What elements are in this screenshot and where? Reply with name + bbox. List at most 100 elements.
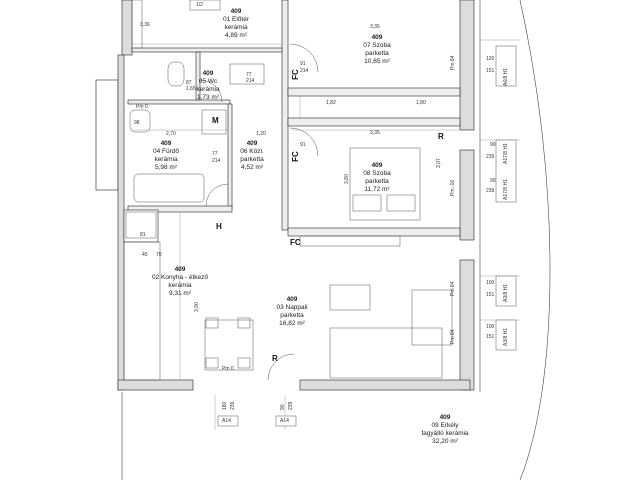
exterior-wall-bottom-left: [117, 379, 194, 391]
room-name: 07 Szoba: [363, 42, 391, 49]
fc-symbol-2: FC: [290, 151, 300, 162]
bottom-window-box-2: [275, 415, 297, 427]
dim-tag-vertical: 3,07: [436, 158, 442, 168]
door-swing-room8: [289, 127, 319, 157]
room-label-kozl: 409 06 Közl. parketta 4,52 m²: [240, 140, 264, 172]
bottom-window-code-2: A14: [280, 418, 289, 424]
dim-tag: 214: [246, 78, 255, 84]
wardrobe-hall: [131, 0, 143, 49]
room-name: 04 Fürdő: [152, 148, 180, 155]
bathtub: [133, 173, 205, 203]
window-tag-box-1: [495, 45, 517, 87]
exterior-wall-bottom-right: [299, 379, 471, 391]
window-bottom-1: 151: [486, 68, 495, 74]
dim-tag: 1,20: [256, 131, 266, 137]
bottom-window-top-1: 180: [222, 401, 228, 410]
dim-tag: 1,65: [186, 86, 196, 92]
room-number: 409: [371, 162, 383, 169]
bed: [349, 147, 421, 221]
dim-tag: 3,36: [140, 22, 150, 28]
room-label-wc: 409 05 Wc kerámia 1,73 m²: [196, 70, 219, 102]
window-top-4: 100: [486, 324, 495, 330]
m-symbol: M: [212, 116, 219, 125]
room-material: kerámia: [168, 282, 192, 289]
exterior-wall-right-low: [459, 259, 475, 391]
wall-rooms-divider-2: [287, 117, 461, 127]
bottom-window-code-1: A14: [222, 418, 231, 424]
dim-tag: 81: [140, 232, 146, 238]
exterior-wall-right-mid: [459, 149, 475, 241]
wall-rooms-divider: [287, 87, 461, 97]
level-tag-vertical: Pm -16: [450, 179, 456, 196]
room-material: fagyálló kerámia: [421, 430, 469, 437]
dim-tag: 1,82: [326, 100, 336, 106]
room-area: 10,65 m²: [364, 58, 390, 65]
room-material: parketta: [365, 50, 389, 57]
room-number: 409: [246, 140, 258, 147]
window-tag-box-4: [495, 319, 517, 351]
room-area: 11,72 m²: [364, 186, 390, 193]
bottom-window-box-1: [217, 415, 239, 427]
level-tag-vertical: Pm 84: [450, 55, 456, 70]
kitchen-sink: [125, 211, 157, 239]
fc-symbol-1: FC: [290, 69, 300, 80]
room-area: 9,31 m²: [168, 290, 192, 297]
room-material: kerámia: [224, 24, 248, 31]
room-material: parketta: [365, 178, 389, 185]
room-number: 409: [160, 140, 172, 147]
room-number: 409: [230, 8, 242, 15]
room-name: 06 Közl.: [240, 148, 264, 155]
wall-wc-right: [195, 51, 201, 101]
room-name: 05 Wc: [198, 78, 218, 85]
wall-kitchen-top: [123, 209, 159, 243]
door-swing-bath: [205, 183, 229, 207]
room-material: parketta: [240, 156, 264, 163]
balcony-outline: [121, 0, 551, 480]
door-swing-wc: [199, 79, 223, 103]
bath-sink: [129, 109, 151, 133]
room-material: kerámia: [154, 156, 178, 163]
room-material: parketta: [280, 312, 304, 319]
window-tag-box-2: [495, 139, 517, 203]
door-swing-room7: [289, 43, 319, 73]
dim-tag: 214: [300, 68, 309, 74]
fc-symbol-3: FC: [290, 238, 301, 247]
window-code-4: A3/8 H1: [503, 327, 509, 346]
room-name: 09 Erkély: [431, 422, 459, 429]
dim-tag: 2,70: [166, 131, 176, 137]
wc-sink: [229, 63, 265, 85]
dim-tag-vertical: 3,90: [194, 302, 200, 312]
room-label-szoba8: 409 08 Szoba parketta 11,72 m²: [363, 162, 390, 194]
room-label-erkely: 409 09 Erkély fagyálló kerámia 32,20 m²: [421, 414, 468, 446]
dim-tag: 1/2: [196, 2, 203, 8]
room-area: 16,82 m²: [279, 320, 305, 327]
exterior-wall-left: [117, 54, 125, 391]
wall-bath-right: [227, 103, 233, 209]
dim-tag: 1,80: [416, 100, 426, 106]
room-label-szoba7: 409 07 Szoba parketta 10,65 m²: [363, 34, 390, 66]
room-area: 32,20 m²: [432, 438, 458, 445]
dim-tag: 87: [186, 80, 192, 86]
room-name: 08 Szoba: [363, 170, 391, 177]
room-label-furdo: 409 04 Fürdő kerámia 5,98 m²: [153, 140, 179, 172]
washing-machine: [201, 109, 227, 135]
window-top-2: 90: [490, 142, 496, 148]
room-area: 4,52 m²: [240, 164, 264, 171]
room-name: 02 Konyha - étkező: [151, 274, 209, 281]
level-tag: Pm 0: [222, 366, 234, 372]
dim-tag: 3,35: [370, 130, 380, 136]
chair-3: [205, 357, 219, 369]
window-bottom-3: 151: [486, 292, 495, 298]
bed-pillow-2: [386, 194, 416, 212]
window-bottom-2: 239: [486, 154, 495, 160]
room-number: 409: [371, 34, 383, 41]
dim-tag: 70: [156, 252, 162, 258]
room-number: 409: [202, 70, 214, 77]
r-symbol-2: R: [272, 354, 278, 363]
room-label-konyha: 409 02 Konyha - étkező kerámia 9,31 m²: [152, 266, 208, 298]
dim-tag: 214: [212, 158, 221, 164]
entry-cabinet: [189, 0, 221, 11]
window-code-2b: A17/8 H1: [503, 179, 509, 200]
wall-hall-right: [281, 0, 289, 231]
